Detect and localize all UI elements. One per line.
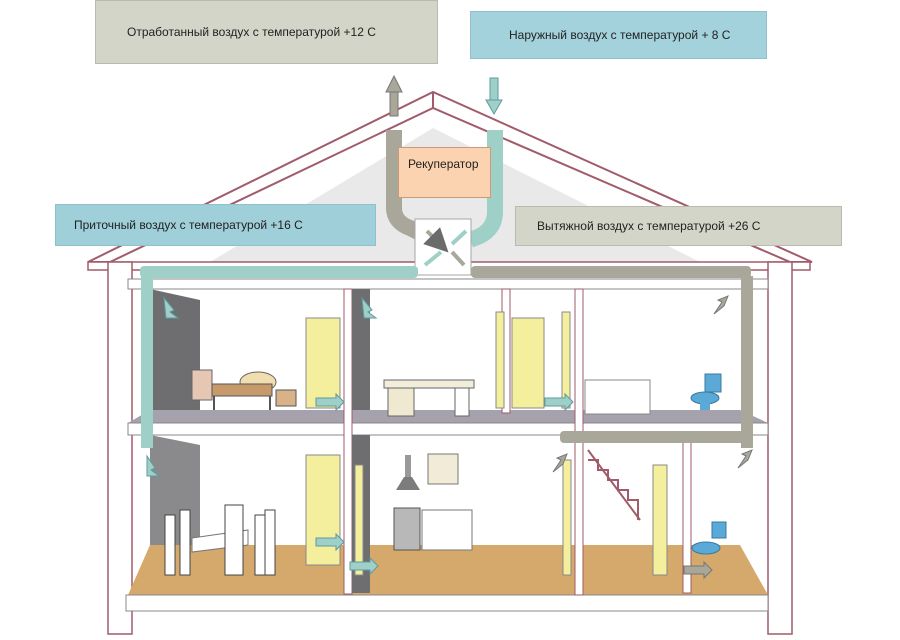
recuperator-label: Рекуператор <box>398 147 491 198</box>
bath-icon <box>584 379 651 415</box>
recuperator-text: Рекуператор <box>408 157 479 171</box>
supply-air-text: Приточный воздух с температурой +16 С <box>74 218 303 232</box>
house <box>107 261 793 635</box>
range-hood-icon <box>396 455 420 490</box>
exhaust-arrow-icon <box>385 74 403 117</box>
doors <box>305 311 668 576</box>
vertical-ducts <box>141 276 753 448</box>
toilet-icon <box>690 373 722 410</box>
lower-toilet-icon <box>691 521 727 555</box>
kitchen-cabinet-icon <box>383 379 475 417</box>
extract-air-label: Вытяжной воздух с температурой +26 С <box>515 206 842 246</box>
heat-exchanger-unit <box>414 218 472 276</box>
extract-arrow-icon <box>552 295 753 580</box>
dining-table-icon <box>164 504 276 576</box>
stove-icon <box>393 453 473 551</box>
intake-arrow-icon <box>485 77 503 116</box>
extract-air-text: Вытяжной воздух с температурой +26 С <box>537 219 761 233</box>
outdoor-air-text: Наружный воздух с температурой + 8 С <box>509 28 731 42</box>
supply-air-label: Приточный воздух с температурой +16 С <box>55 204 376 246</box>
supply-arrow-icon <box>146 296 574 576</box>
attic-ducts <box>140 266 751 278</box>
staircase-icon <box>587 449 641 521</box>
exhaust-air-label: Отработанный воздух с температурой +12 С <box>95 0 438 64</box>
bed-icon <box>191 369 297 410</box>
exhaust-air-text: Отработанный воздух с температурой +12 С <box>127 25 376 39</box>
outdoor-air-label: Наружный воздух с температурой + 8 С <box>470 11 767 59</box>
